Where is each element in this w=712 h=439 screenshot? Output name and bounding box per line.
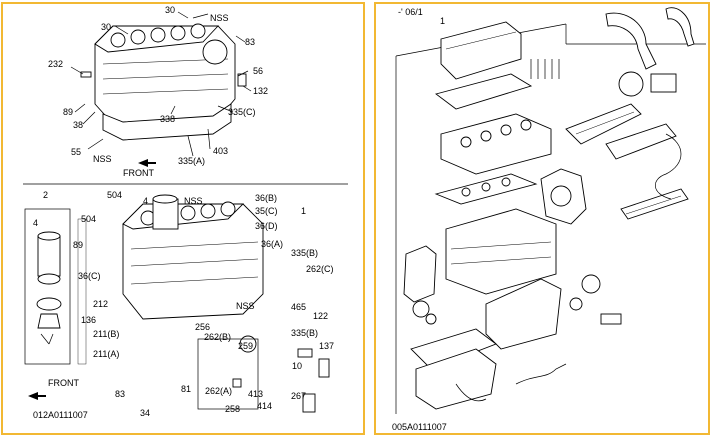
label-nss-b: NSS xyxy=(184,196,203,206)
label-259: 259 xyxy=(238,341,253,351)
label-465: 465 xyxy=(291,302,306,312)
front-label-bottom: FRONT xyxy=(48,378,79,388)
label-1: 1 xyxy=(301,206,306,216)
label-2: 2 xyxy=(43,190,48,200)
diagram-code-right: 005A0111007 xyxy=(392,422,447,432)
label-38: 38 xyxy=(73,120,83,130)
label-122: 122 xyxy=(313,311,328,321)
label-211a: 211(A) xyxy=(93,349,119,359)
oil-pan-upper xyxy=(485,278,562,350)
head-gasket-top xyxy=(434,73,533,110)
label-36d: 36(D) xyxy=(255,221,278,231)
label-335b-a: 335(B) xyxy=(291,248,318,258)
leader-lines-top xyxy=(70,11,252,157)
label-34: 34 xyxy=(140,408,150,418)
label-55: 55 xyxy=(71,147,81,157)
label-267: 267 xyxy=(291,391,306,401)
label-335c: 335(C) xyxy=(228,107,256,117)
right-part-number-1: 1 xyxy=(440,16,445,26)
left-diagram-panel: 30 30 NSS 83 232 56 132 89 38 338 335(C)… xyxy=(1,2,365,435)
egr-pipe xyxy=(605,7,695,70)
misc-bolts xyxy=(530,59,560,79)
label-338: 338 xyxy=(160,114,175,124)
label-504-a: 504 xyxy=(107,190,122,200)
oil-pump-parts xyxy=(569,274,622,325)
label-262a: 262(A) xyxy=(205,386,232,396)
label-89-b: 89 xyxy=(73,240,83,250)
label-36b: 36(B) xyxy=(255,193,277,203)
cylinder-block-diagrams: 30 30 NSS 83 232 56 132 89 38 338 335(C)… xyxy=(23,5,348,420)
front-arrow-bottom: FRONT xyxy=(28,378,79,400)
label-nss-c: NSS xyxy=(236,301,255,311)
diagram-code-left: 012A0111007 xyxy=(33,410,88,420)
label-30-b: 30 xyxy=(165,5,175,15)
front-label-top: FRONT xyxy=(123,168,154,178)
label-132: 132 xyxy=(253,86,268,96)
label-413: 413 xyxy=(248,389,263,399)
label-4-b: 4 xyxy=(33,218,38,228)
label-4-a: 4 xyxy=(143,196,148,206)
label-81: 81 xyxy=(181,384,191,394)
label-136: 136 xyxy=(81,315,96,325)
label-83-b: 83 xyxy=(115,389,125,399)
label-262c: 262(C) xyxy=(306,264,334,274)
engine-overhaul-diagram: -' 06/1 1 xyxy=(392,7,706,432)
label-335b-b: 335(B) xyxy=(291,328,318,338)
label-258: 258 xyxy=(225,404,240,414)
label-89: 89 xyxy=(63,107,73,117)
exhaust-manifold xyxy=(605,123,677,160)
label-56: 56 xyxy=(253,66,263,76)
label-30-a: 30 xyxy=(101,22,111,32)
bottom-labels: 2 504 4 NSS 36(B) 504 35(C) 1 36(D) 89 3… xyxy=(33,190,334,418)
label-212: 212 xyxy=(93,299,108,309)
label-36c: 36(C) xyxy=(78,271,101,281)
label-35c: 35(C) xyxy=(255,206,278,216)
top-labels: 30 30 NSS 83 232 56 132 89 38 338 335(C)… xyxy=(48,5,268,166)
injector-harness xyxy=(655,133,682,200)
intake-manifold xyxy=(565,103,642,145)
right-diagram-panel: -' 06/1 1 xyxy=(374,2,710,435)
callout-box-oil-jets xyxy=(197,338,259,410)
label-10: 10 xyxy=(292,361,302,371)
engine-block-top xyxy=(80,23,247,141)
label-262b: 262(B) xyxy=(204,332,231,342)
label-232: 232 xyxy=(48,59,63,69)
right-header: -' 06/1 xyxy=(398,7,423,17)
callout-bracket xyxy=(77,218,87,365)
label-414: 414 xyxy=(257,401,272,411)
fuel-rail xyxy=(620,188,689,220)
label-36a: 36(A) xyxy=(261,239,283,249)
label-nss-top-2: NSS xyxy=(93,154,112,164)
valve-cover xyxy=(440,21,522,80)
water-pump xyxy=(412,300,437,325)
oil-pipe xyxy=(455,363,567,402)
oil-pan-lower xyxy=(415,348,497,410)
engine-block-bottom xyxy=(122,194,330,413)
oil-pan-gasket xyxy=(410,328,497,370)
label-504-b: 504 xyxy=(81,214,96,224)
label-83: 83 xyxy=(245,37,255,47)
liner-detail-box xyxy=(24,208,71,365)
cylinder-head xyxy=(440,113,552,175)
cylinder-block xyxy=(445,208,557,295)
label-211b: 211(B) xyxy=(93,329,119,339)
front-arrow-top: FRONT xyxy=(123,159,156,178)
label-256: 256 xyxy=(195,322,210,332)
turbo-unit xyxy=(618,71,677,97)
flywheel-housing xyxy=(540,168,587,225)
label-403: 403 xyxy=(213,146,228,156)
label-nss-top: NSS xyxy=(210,13,229,23)
label-137: 137 xyxy=(319,341,334,351)
label-335a: 335(A) xyxy=(178,156,205,166)
head-gasket xyxy=(434,173,538,205)
front-cover xyxy=(403,245,437,303)
